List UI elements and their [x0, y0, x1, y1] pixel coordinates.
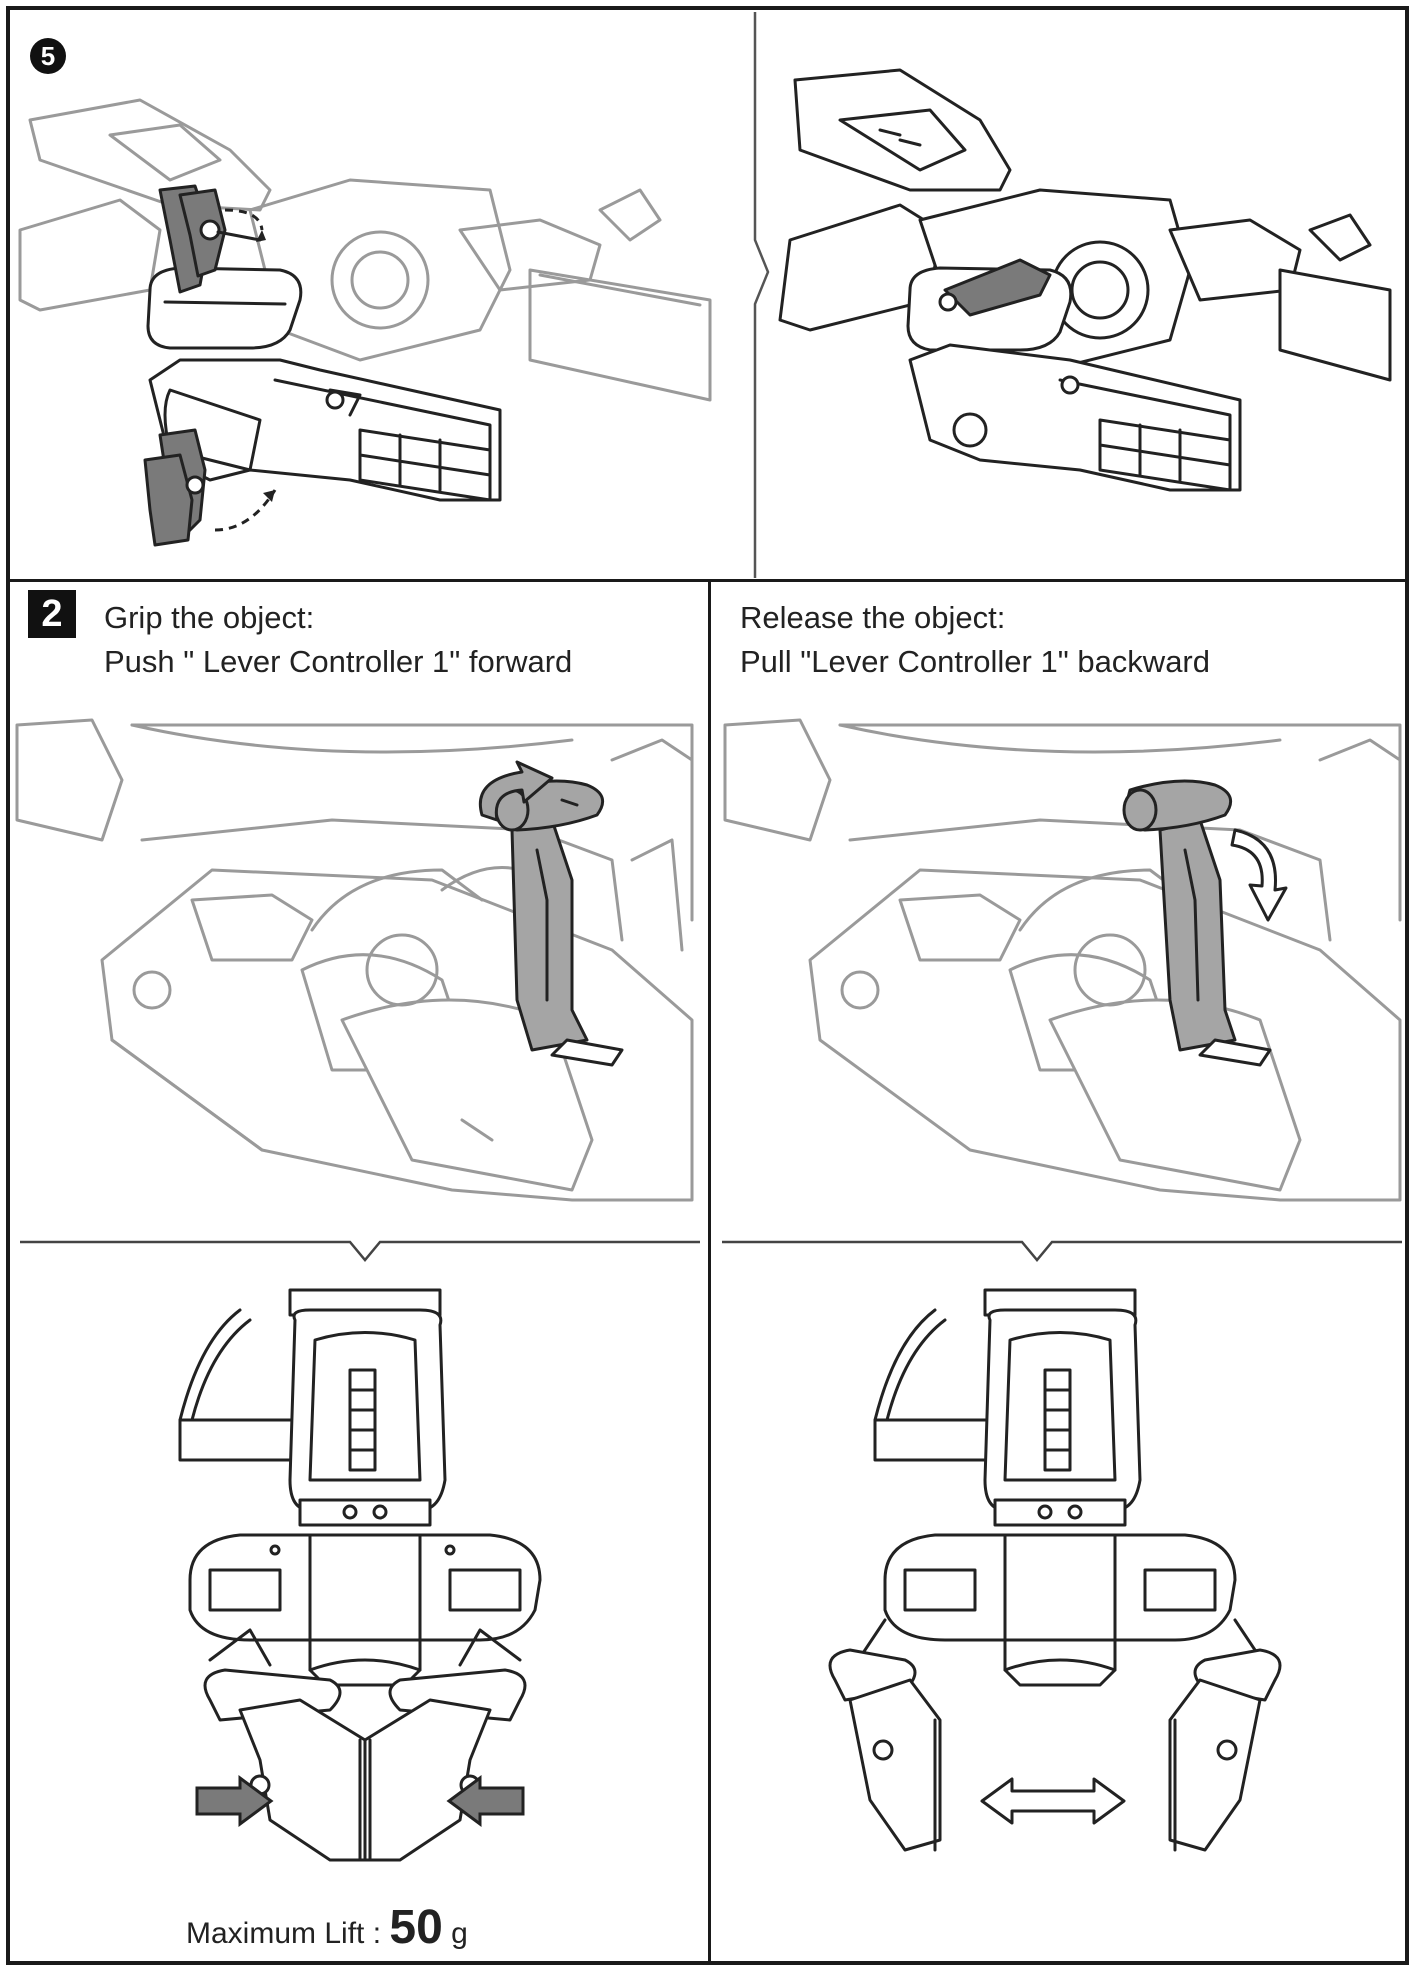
open-double-arrow-icon [980, 1777, 1126, 1825]
gripper-assembly-illustration-before [18, 98, 712, 547]
release-instruction-title: Release the object: [740, 600, 1006, 635]
step-number-badge: 5 [30, 38, 66, 74]
grip-instruction-detail: Push " Lever Controller 1" forward [104, 644, 573, 679]
lever-pull-backward-illustration [723, 718, 1402, 1202]
column-divider [708, 580, 711, 1964]
lift-label-text: Maximum Lift : [186, 1917, 382, 1950]
release-section-divider [722, 1240, 1402, 1262]
row-divider [8, 579, 1407, 582]
push-arrow-right-icon [195, 1775, 274, 1827]
push-arrow-left-icon [446, 1775, 525, 1827]
maximum-lift-label: Maximum Lift : 50 g [186, 1900, 468, 1955]
gripper-assembly-illustration-after [778, 68, 1392, 492]
gripper-open-illustration [828, 1288, 1282, 1852]
instruction-sheet-frame [6, 6, 1409, 1965]
lift-unit: g [451, 1917, 468, 1950]
lever-push-forward-illustration [15, 718, 694, 1202]
top-row-chevron-divider [753, 12, 770, 578]
gripper-closed-illustration [178, 1288, 542, 1862]
step-number-badge: 2 [28, 590, 76, 638]
grip-section-divider [20, 1240, 700, 1262]
grip-instruction-title: Grip the object: [104, 600, 315, 635]
release-instruction-detail: Pull "Lever Controller 1" backward [740, 644, 1210, 679]
lift-value: 50 [389, 1901, 443, 1954]
